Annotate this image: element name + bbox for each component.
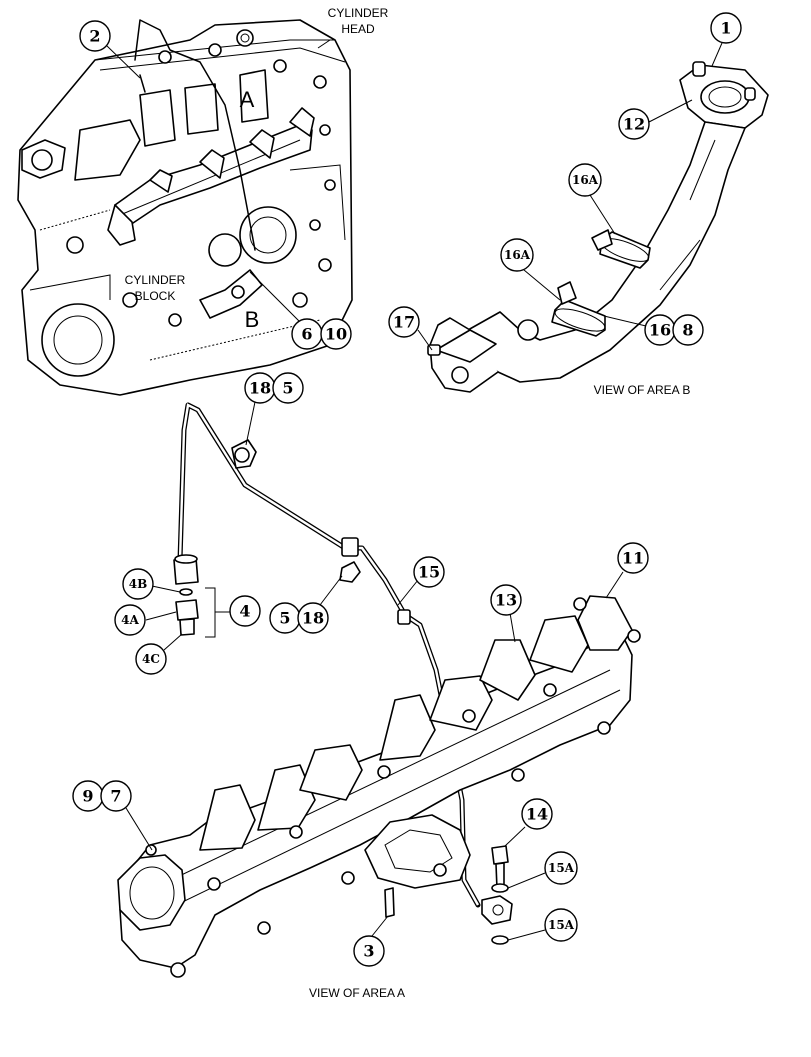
stud-3 xyxy=(384,887,395,918)
callout-8: 8 xyxy=(672,314,704,346)
callout-15a-upper: 15A xyxy=(544,851,578,885)
callout-18-middle: 18 xyxy=(297,602,329,634)
callout-4a: 4A xyxy=(114,604,146,636)
svg-text:15A: 15A xyxy=(548,918,575,932)
svg-text:4B: 4B xyxy=(129,577,148,591)
svg-text:15A: 15A xyxy=(548,861,575,875)
svg-text:9: 9 xyxy=(82,787,93,806)
svg-text:7: 7 xyxy=(110,787,121,806)
callout-5-middle: 5 xyxy=(269,602,301,634)
callout-16a-upper: 16A xyxy=(568,163,602,197)
svg-text:16: 16 xyxy=(649,321,671,340)
svg-text:3: 3 xyxy=(363,942,374,961)
o-ring-4b xyxy=(179,588,193,596)
svg-text:5: 5 xyxy=(282,379,293,398)
callout-9: 9 xyxy=(72,780,104,812)
callout-14: 14 xyxy=(521,798,553,830)
svg-text:8: 8 xyxy=(682,321,693,340)
fitting-4a xyxy=(175,599,199,621)
svg-text:16A: 16A xyxy=(572,173,599,187)
svg-text:11: 11 xyxy=(622,549,644,568)
svg-text:5: 5 xyxy=(279,609,290,628)
callout-18-upper: 18 xyxy=(244,372,276,404)
svg-text:13: 13 xyxy=(495,591,517,610)
svg-text:12: 12 xyxy=(623,115,645,134)
callout-4c: 4C xyxy=(135,643,167,675)
fitting-4c xyxy=(179,618,195,636)
callout-3: 3 xyxy=(353,935,385,967)
cylinder-block-label-line2: BLOCK xyxy=(135,289,176,303)
callout-2: 2 xyxy=(79,20,111,52)
svg-text:18: 18 xyxy=(249,379,271,398)
cylinder-head-label-line1: CYLINDER xyxy=(328,6,389,20)
svg-text:6: 6 xyxy=(301,325,312,344)
callout-4: 4 xyxy=(229,595,261,627)
callout-7: 7 xyxy=(100,780,132,812)
area-a-marker: A xyxy=(240,87,255,112)
view-area-b: 1 12 16A 16A 16 8 17 VIEW OF xyxy=(388,12,769,397)
manifold-runner-13 xyxy=(479,639,536,701)
cylinder-block-label-line1: CYLINDER xyxy=(125,273,186,287)
area-b-marker: B xyxy=(245,307,260,332)
view-area-a-caption: VIEW OF AREA A xyxy=(309,986,405,1000)
cylinder-head-label-line2: HEAD xyxy=(341,22,375,36)
svg-text:4C: 4C xyxy=(142,652,160,666)
callout-16: 16 xyxy=(644,314,676,346)
callout-15: 15 xyxy=(413,556,445,588)
svg-text:14: 14 xyxy=(526,805,548,824)
svg-text:1: 1 xyxy=(720,19,731,38)
manifold-bolts xyxy=(145,597,641,978)
callout-11: 11 xyxy=(617,542,649,574)
callout-15a-lower: 15A xyxy=(544,908,578,942)
callout-4b: 4B xyxy=(122,568,154,600)
callout-5-upper: 5 xyxy=(272,372,304,404)
bolt-14 xyxy=(491,845,509,865)
svg-text:17: 17 xyxy=(393,313,415,332)
svg-text:15: 15 xyxy=(418,563,440,582)
svg-text:4A: 4A xyxy=(121,613,139,627)
head-bolts xyxy=(158,29,336,231)
view-area-a: 18 5 4B 4A 4C 4 5 1 xyxy=(72,372,649,1000)
banjo-fitting xyxy=(481,895,513,925)
svg-text:18: 18 xyxy=(302,609,324,628)
washer-15a-lower xyxy=(491,935,509,945)
svg-text:16A: 16A xyxy=(504,248,531,262)
svg-text:10: 10 xyxy=(325,325,347,344)
callout-1: 1 xyxy=(710,12,742,44)
view-area-b-caption: VIEW OF AREA B xyxy=(594,383,691,397)
callout-6: 6 xyxy=(291,318,323,350)
callout-10: 10 xyxy=(320,318,352,350)
callout-16a-lower: 16A xyxy=(500,238,534,272)
callout-13: 13 xyxy=(490,584,522,616)
svg-text:2: 2 xyxy=(89,27,100,46)
washer-15a-upper xyxy=(491,883,509,893)
turbo-housing-overview xyxy=(239,206,297,264)
callout-12: 12 xyxy=(618,108,650,140)
svg-text:4: 4 xyxy=(239,602,250,621)
engine-overview: CYLINDER HEAD CYLINDER BLOCK A B 2 6 10 xyxy=(17,6,389,396)
callout-17: 17 xyxy=(388,306,420,338)
